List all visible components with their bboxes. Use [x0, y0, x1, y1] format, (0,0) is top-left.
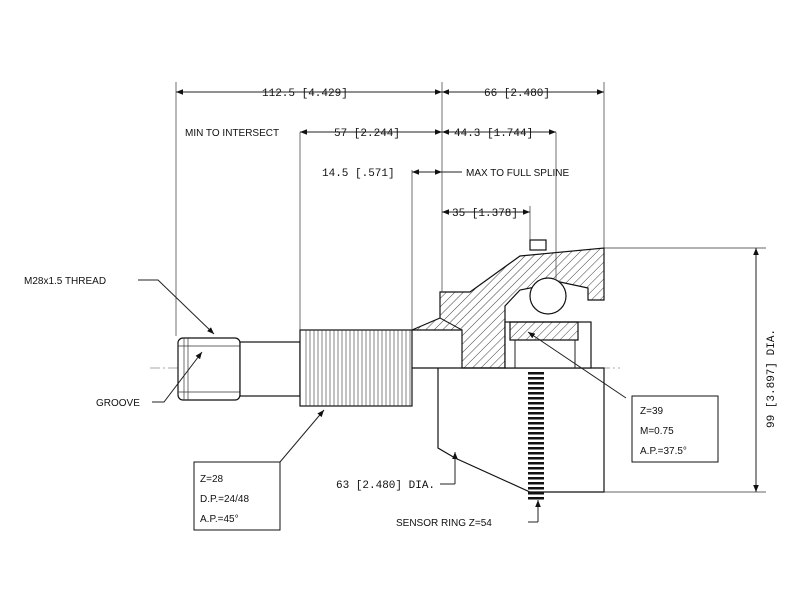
sensor-tooth	[528, 432, 544, 435]
shaft-ap: A.P.=45°	[200, 514, 239, 525]
sensor-tooth	[528, 472, 544, 475]
min-intersect-label: MIN TO INTERSECT	[185, 128, 279, 139]
sensor-ring	[528, 372, 544, 500]
max-spline-label: MAX TO FULL SPLINE	[466, 168, 570, 179]
sensor-tooth	[528, 392, 544, 395]
dim-57-label: 57 [2.244]	[334, 128, 400, 140]
dia-63-label: 63 [2.480] DIA.	[336, 480, 435, 492]
shaft-dp: D.P.=24/48	[200, 494, 249, 505]
sensor-tooth	[528, 452, 544, 455]
inner-ap: A.P.=37.5°	[640, 446, 687, 457]
dim-14-label: 14.5 [.571]	[322, 168, 395, 180]
dim-35-label: 35 [1.378]	[452, 208, 518, 220]
inner-z: Z=39	[640, 406, 664, 417]
inner-m: M=0.75	[640, 426, 674, 437]
dimension-lines	[138, 82, 766, 523]
threaded-stub	[177, 337, 241, 401]
ball	[529, 277, 567, 315]
sensor-tooth	[528, 482, 544, 485]
sensor-tooth	[528, 487, 544, 490]
sensor-tooth	[528, 497, 544, 500]
sensor-tooth	[528, 492, 544, 495]
shaft-neck	[239, 341, 301, 397]
housing-lower	[412, 367, 605, 493]
sensor-tooth	[528, 447, 544, 450]
top-tab	[529, 239, 547, 251]
dim-112-label: 112.5 [4.429]	[262, 88, 348, 100]
sensor-tooth	[528, 477, 544, 480]
sensor-tooth	[528, 402, 544, 405]
sensor-tooth	[528, 437, 544, 440]
shaft-spec-box: Z=28 D.P.=24/48 A.P.=45°	[193, 461, 281, 531]
inner-spec-box: Z=39 M=0.75 A.P.=37.5°	[631, 395, 719, 463]
splined-shaft	[299, 329, 413, 407]
sensor-tooth	[528, 462, 544, 465]
sensor-tooth	[528, 417, 544, 420]
sensor-tooth	[528, 422, 544, 425]
sensor-tooth	[528, 457, 544, 460]
sensor-tooth	[528, 412, 544, 415]
sensor-ring-label: SENSOR RING Z=54	[396, 518, 492, 529]
thread-label: M28x1.5 THREAD	[24, 276, 106, 287]
inner-race	[504, 321, 592, 369]
sensor-tooth	[528, 372, 544, 375]
groove-label: GROOVE	[96, 398, 140, 409]
sensor-tooth	[528, 407, 544, 410]
shaft-z: Z=28	[200, 474, 224, 485]
sensor-tooth	[528, 387, 544, 390]
dim-66-label: 66 [2.480]	[484, 88, 550, 100]
sensor-tooth	[528, 377, 544, 380]
sensor-tooth	[528, 442, 544, 445]
dim-44-label: 44.3 [1.744]	[454, 128, 533, 140]
sensor-tooth	[528, 382, 544, 385]
dia-99-label: 99 [3.897] DIA.	[766, 329, 778, 428]
sensor-tooth	[528, 467, 544, 470]
sensor-tooth	[528, 427, 544, 430]
sensor-tooth	[528, 397, 544, 400]
